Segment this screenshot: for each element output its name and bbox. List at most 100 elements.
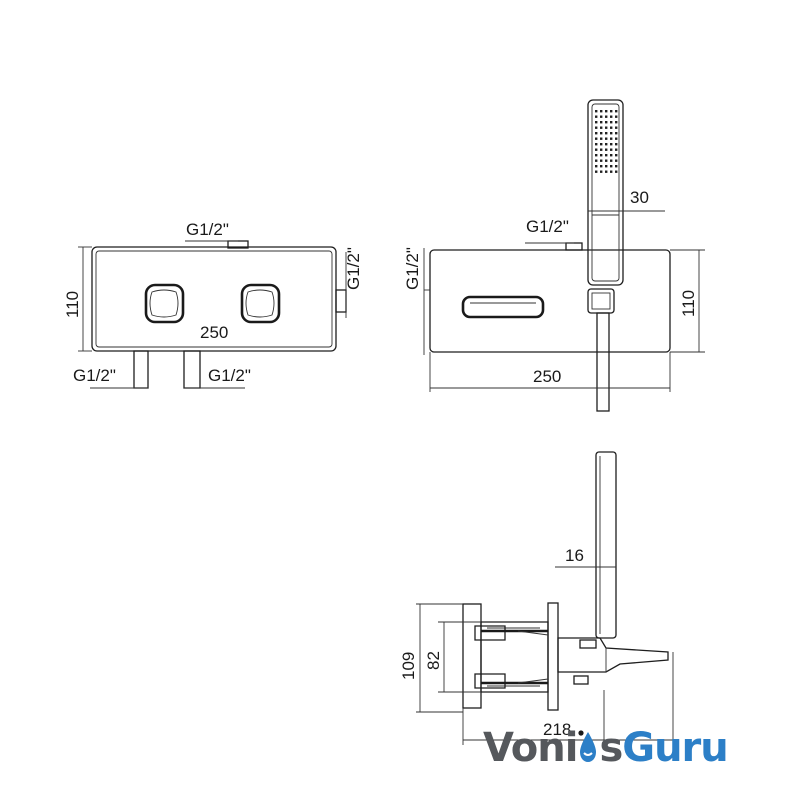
nozzle-dot: [605, 154, 608, 157]
nozzle-dot: [615, 115, 618, 118]
nozzle-dot: [605, 126, 608, 129]
front-bottom-inlet-right: [183, 350, 201, 389]
front-height-label: 110: [63, 291, 82, 318]
nozzle-dot: [595, 143, 598, 146]
nozzle-dot: [610, 110, 613, 113]
side-view: G1/2" 30 G1/2" 110 250: [403, 99, 705, 412]
logo-part-s: s: [599, 725, 623, 771]
section-hand-shower: [595, 451, 617, 639]
section-view: 16 109 82 218: [399, 451, 674, 745]
section-height-inner-label: 82: [424, 651, 443, 670]
nozzle-dot: [600, 137, 603, 140]
nozzle-dot: [600, 121, 603, 124]
front-bottom-left-label: G1/2": [73, 366, 116, 385]
nozzle-dot: [610, 137, 613, 140]
nozzle-dot: [600, 159, 603, 162]
nozzle-dot: [605, 110, 608, 113]
nozzle-dot: [605, 132, 608, 135]
nozzle-dot: [605, 159, 608, 162]
nozzle-dot: [615, 121, 618, 124]
logo-part-voni: Voni: [483, 725, 578, 771]
hand-shower-icon: [587, 99, 624, 286]
nozzle-dot: [610, 154, 613, 157]
nozzle-dot: [595, 137, 598, 140]
nozzle-dot: [600, 148, 603, 151]
nozzle-dot: [605, 143, 608, 146]
nozzle-dot: [595, 148, 598, 151]
nozzle-dot: [610, 148, 613, 151]
nozzle-dot: [605, 137, 608, 140]
nozzle-dot: [610, 132, 613, 135]
nozzle-dot: [610, 165, 613, 168]
side-width-label: 250: [533, 367, 561, 386]
front-width-label: 250: [200, 323, 228, 342]
side-top-inlet: [565, 242, 583, 251]
front-side-outlet: [335, 289, 347, 313]
nozzle-dot: [610, 121, 613, 124]
section-depth-label: 218: [543, 720, 571, 739]
nozzle-dot: [595, 110, 598, 113]
front-bottom-right-label: G1/2": [208, 366, 251, 385]
nozzle-dot: [595, 154, 598, 157]
nozzle-dot: [595, 115, 598, 118]
nozzle-dot: [600, 154, 603, 157]
nozzle-dot: [605, 165, 608, 168]
nozzle-dot: [615, 170, 618, 173]
nozzle-dot: [610, 115, 613, 118]
section-spout: [557, 637, 669, 673]
shower-nozzles: [595, 110, 618, 173]
nozzle-dot: [610, 159, 613, 162]
nozzle-dot: [610, 126, 613, 129]
side-body: [429, 249, 671, 353]
nozzle-dot: [600, 143, 603, 146]
logo-part-guru: Guru: [622, 725, 729, 771]
front-side-outlet-label: G1/2": [344, 247, 363, 290]
side-slot-handle: [461, 295, 545, 319]
water-drop-icon: [580, 732, 597, 762]
nozzle-dot: [595, 170, 598, 173]
shower-hose: [596, 312, 610, 412]
side-height-label: 110: [679, 290, 698, 317]
nozzle-dot: [595, 132, 598, 135]
section-handle-label: 16: [565, 546, 584, 565]
side-top-inlet-label: G1/2": [526, 217, 569, 236]
front-top-inlet-label: G1/2": [186, 220, 229, 239]
nozzle-dot: [600, 110, 603, 113]
nozzle-dot: [615, 137, 618, 140]
nozzle-dot: [595, 121, 598, 124]
nozzle-dot: [615, 143, 618, 146]
side-outlet-label: G1/2": [403, 247, 422, 290]
nozzle-dot: [615, 110, 618, 113]
nozzle-dot: [595, 126, 598, 129]
nozzle-dot: [610, 143, 613, 146]
front-bottom-inlet-left: [133, 350, 149, 389]
nozzle-dot: [600, 126, 603, 129]
nozzle-dot: [605, 170, 608, 173]
nozzle-dot: [615, 148, 618, 151]
right-knob-icon: [240, 283, 281, 324]
nozzle-dot: [600, 170, 603, 173]
nozzle-dot: [605, 115, 608, 118]
side-handshower-label: 30: [630, 188, 649, 207]
nozzle-dot: [600, 165, 603, 168]
front-view: G1/2" 250 110 G1/2" G1/2" G1/2": [63, 220, 363, 389]
nozzle-dot: [595, 159, 598, 162]
nozzle-dot: [600, 115, 603, 118]
left-knob-icon: [144, 283, 185, 324]
nozzle-dot: [615, 154, 618, 157]
nozzle-dot: [605, 121, 608, 124]
front-body-inner: [95, 250, 333, 348]
nozzle-dot: [600, 132, 603, 135]
nozzle-dot: [615, 126, 618, 129]
nozzle-dot: [615, 132, 618, 135]
nozzle-dot: [615, 159, 618, 162]
nozzle-dot: [595, 165, 598, 168]
nozzle-dot: [610, 170, 613, 173]
section-wall-plate: [547, 602, 559, 711]
section-body: [480, 621, 549, 693]
nozzle-dot: [615, 165, 618, 168]
section-height-outer-label: 109: [399, 652, 418, 680]
nozzle-dot: [605, 148, 608, 151]
